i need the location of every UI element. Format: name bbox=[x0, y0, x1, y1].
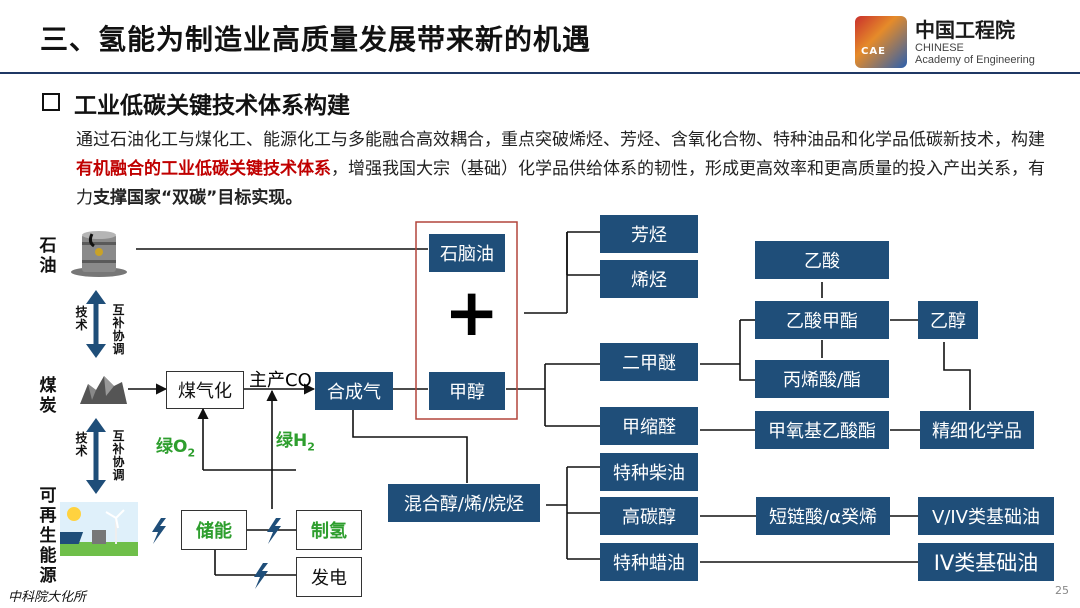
source-label-renewable: 可再生能源 bbox=[39, 486, 57, 586]
source-label-oil: 石油 bbox=[39, 236, 57, 276]
node-methoxy-acetate: 甲氧基乙酸酯 bbox=[755, 411, 889, 449]
logo-english-line1: CHINESE bbox=[915, 42, 964, 54]
coal-pile-icon bbox=[78, 370, 128, 408]
highlight-bold-text: 支撑国家“双碳”目标实现。 bbox=[93, 188, 303, 208]
footer-org: 中科院大化所 bbox=[8, 590, 87, 605]
intro-paragraph: 通过石油化工与煤化工、能源化工与多能融合高效耦合，重点突破烯烃、芳烃、含氧化合物… bbox=[76, 130, 1045, 208]
renewable-energy-icon bbox=[50, 502, 138, 556]
node-methanol: 甲醇 bbox=[429, 372, 505, 410]
node-high-carbon-alcohol: 高碳醇 bbox=[600, 497, 698, 535]
page-title: 三、氢能为制造业高质量发展带来新的机遇 bbox=[40, 23, 592, 56]
node-power-generation: 发电 bbox=[296, 557, 362, 597]
label-green-o2: 绿O2 bbox=[156, 437, 196, 460]
source-label-coal: 煤炭 bbox=[39, 376, 57, 416]
title-divider bbox=[0, 72, 1080, 74]
node-iv-base-oil: IV类基础油 bbox=[918, 543, 1054, 581]
oil-barrel-icon bbox=[68, 228, 130, 278]
logo-chinese-name: 中国工程院 bbox=[915, 18, 1015, 42]
node-special-diesel: 特种柴油 bbox=[600, 453, 698, 491]
node-fine-chemicals: 精细化学品 bbox=[920, 411, 1034, 449]
section-heading: 工业低碳关键技术体系构建 bbox=[42, 86, 350, 120]
highlight-red-text: 有机融合的工业低碳关键技术体系 bbox=[76, 159, 331, 179]
node-special-wax-oil: 特种蜡油 bbox=[600, 543, 698, 581]
node-dme: 二甲醚 bbox=[600, 343, 698, 381]
node-short-chain-acid: 短链酸/α癸烯 bbox=[756, 497, 890, 535]
node-methyl-acetate: 乙酸甲酯 bbox=[755, 301, 889, 339]
coord-mutual-label-2: 互补协调 bbox=[112, 429, 125, 482]
cae-emblem-icon: CAE bbox=[855, 16, 907, 68]
plus-sign: + bbox=[444, 274, 500, 351]
node-v-iv-base-oil: V/IV类基础油 bbox=[918, 497, 1054, 535]
coord-tech-label-2: 技术 bbox=[75, 431, 88, 458]
cae-logo: CAE 中国工程院 CHINESE Academy of Engineering bbox=[855, 14, 1055, 70]
node-acrylic-ester: 丙烯酸/酯 bbox=[755, 360, 889, 398]
node-olefins: 烯烃 bbox=[600, 260, 698, 298]
node-mixed-alcohols: 混合醇/烯/烷烃 bbox=[388, 484, 540, 522]
node-ethanol: 乙醇 bbox=[918, 301, 978, 339]
node-energy-storage: 储能 bbox=[181, 510, 247, 550]
label-green-h2: 绿H2 bbox=[276, 431, 315, 454]
node-methylal: 甲缩醛 bbox=[600, 407, 698, 445]
coord-tech-label-1: 技术 bbox=[75, 305, 88, 332]
logo-english-line2: Academy of Engineering bbox=[915, 54, 1035, 66]
node-hydrogen-production: 制氢 bbox=[296, 510, 362, 550]
page-number: 25 bbox=[1055, 584, 1069, 597]
node-naphtha: 石脑油 bbox=[429, 234, 505, 272]
node-syngas: 合成气 bbox=[315, 372, 393, 410]
label-main-co: 主产CO bbox=[249, 370, 312, 391]
node-aromatics: 芳烃 bbox=[600, 215, 698, 253]
node-acetic-acid: 乙酸 bbox=[755, 241, 889, 279]
square-bullet-icon bbox=[42, 93, 60, 111]
node-coal-gasification: 煤气化 bbox=[166, 371, 244, 409]
coord-mutual-label-1: 互补协调 bbox=[112, 303, 125, 356]
